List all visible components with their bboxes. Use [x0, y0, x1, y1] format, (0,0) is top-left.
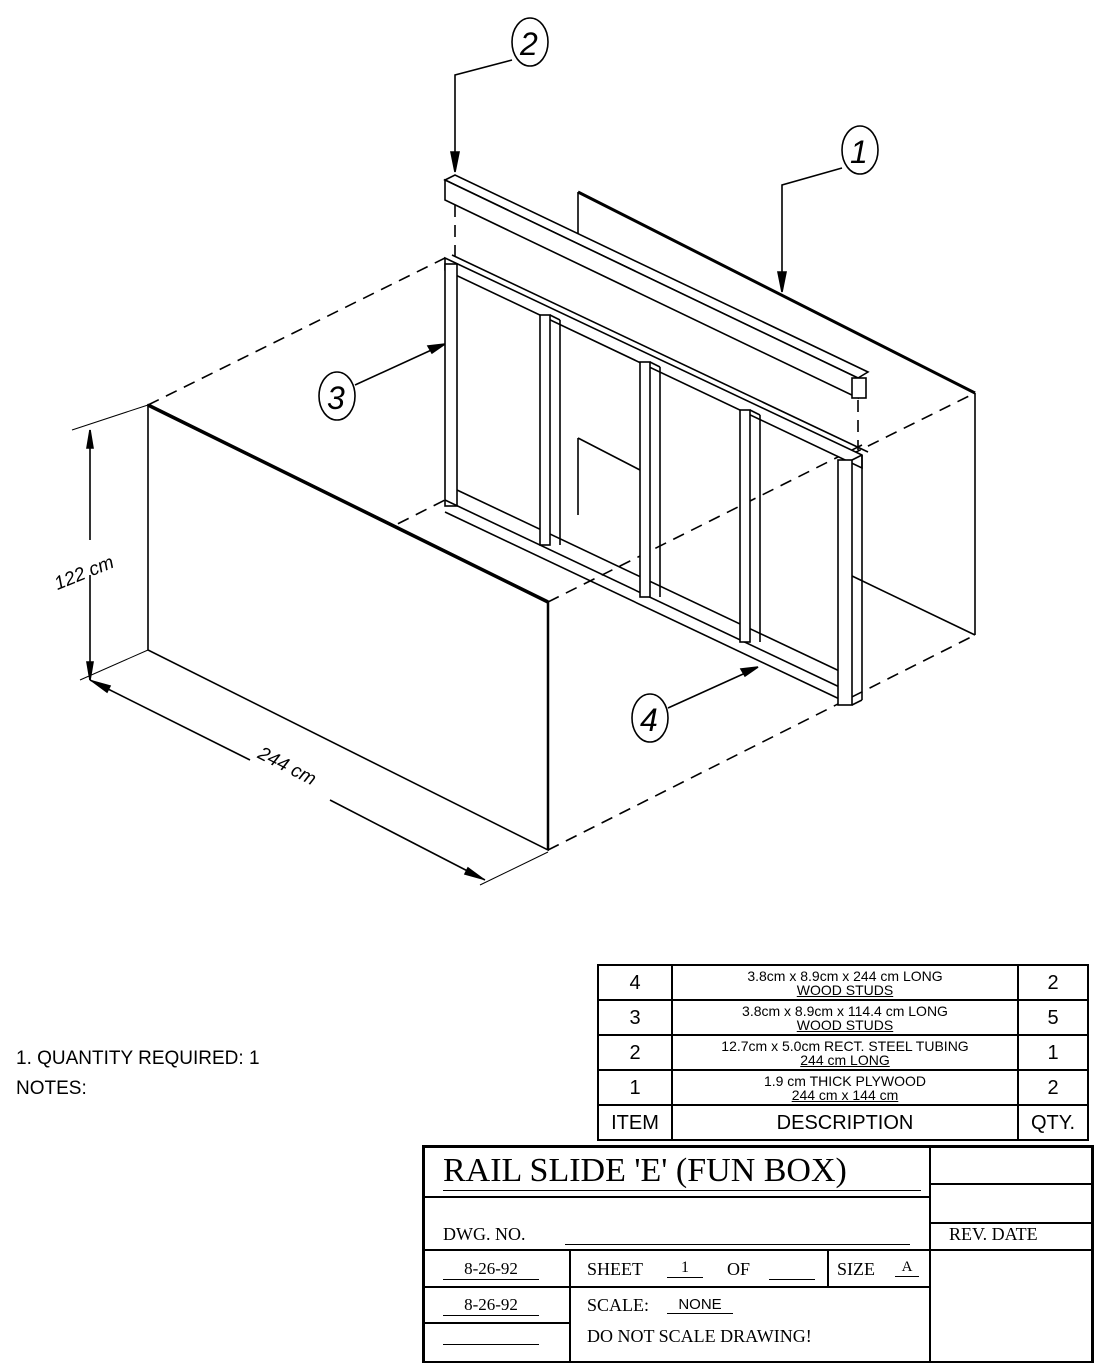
title-block: RAIL SLIDE 'E' (FUN BOX) DWG. NO. REV. D… — [422, 1145, 1094, 1363]
sheet-label: SHEET — [587, 1259, 643, 1279]
note-quantity: 1. QUANTITY REQUIRED: 1 — [16, 1048, 260, 1069]
sheet-number: 1 — [667, 1259, 703, 1278]
dwg-no-label: DWG. NO. — [443, 1224, 526, 1244]
date-drawn: 8-26-92 — [443, 1259, 539, 1280]
stud-frame — [444, 254, 869, 706]
item-qty: 1 — [1017, 1034, 1089, 1071]
size-value: A — [895, 1259, 919, 1277]
table-header-row: ITEM DESCRIPTION QTY. — [597, 1104, 1089, 1141]
notes-heading: NOTES: — [16, 1078, 87, 1099]
svg-text:3: 3 — [327, 380, 345, 416]
desc-line: 244 cm LONG — [800, 1051, 890, 1068]
desc-line: WOOD STUDS — [796, 981, 894, 998]
callout-3: 3 — [318, 343, 446, 421]
item-qty: 2 — [1017, 1069, 1089, 1106]
svg-text:1: 1 — [850, 134, 868, 170]
item-qty: 5 — [1017, 999, 1089, 1036]
item-number: 2 — [597, 1034, 673, 1071]
header-item: ITEM — [597, 1104, 673, 1141]
date-checked: 8-26-92 — [443, 1295, 539, 1316]
size-label: SIZE — [837, 1259, 875, 1279]
scale-label: SCALE: — [587, 1295, 650, 1315]
desc-line: 12.7cm x 5.0cm RECT. STEEL TUBING — [721, 1037, 969, 1054]
steel-tubing — [443, 174, 870, 400]
interior-studs — [539, 314, 761, 643]
desc-line: 3.8cm x 8.9cm x 114.4 cm LONG — [742, 1002, 948, 1019]
isometric-drawing: 122 cm 244 cm 2 1 3 4 — [51, 17, 976, 886]
front-plywood-panel — [147, 403, 550, 852]
drawing-title: RAIL SLIDE 'E' (FUN BOX) — [443, 1152, 921, 1191]
length-dimension-label: 244 cm — [253, 743, 319, 790]
back-plywood-panel — [577, 190, 976, 636]
desc-line: WOOD STUDS — [796, 1016, 894, 1033]
height-dimension-label: 122 cm — [51, 552, 117, 595]
desc-line: 244 cm x 144 cm — [791, 1086, 899, 1103]
dimension-height: 122 cm — [51, 404, 149, 681]
svg-text:2: 2 — [519, 26, 538, 62]
desc-line: 3.8cm x 8.9cm x 244 cm LONG — [747, 967, 943, 984]
callout-4: 4 — [631, 666, 759, 743]
blank-date-field — [443, 1344, 539, 1345]
callout-2: 2 — [450, 17, 549, 173]
scale-warning: DO NOT SCALE DRAWING! — [587, 1326, 812, 1346]
item-number: 1 — [597, 1069, 673, 1106]
item-qty: 2 — [1017, 964, 1089, 1001]
header-qty: QTY. — [1017, 1104, 1089, 1141]
desc-line: 1.9 cm THICK PLYWOOD — [763, 1072, 927, 1089]
rev-date-label: REV. DATE — [949, 1224, 1038, 1244]
sheet-total-field — [769, 1279, 815, 1280]
scale-value: NONE — [667, 1296, 733, 1314]
svg-text:4: 4 — [640, 702, 658, 738]
item-number: 3 — [597, 999, 673, 1036]
item-number: 4 — [597, 964, 673, 1001]
dwg-no-field — [565, 1244, 910, 1245]
of-label: OF — [727, 1259, 751, 1279]
callout-1: 1 — [777, 125, 879, 293]
header-description: DESCRIPTION — [671, 1104, 1019, 1141]
